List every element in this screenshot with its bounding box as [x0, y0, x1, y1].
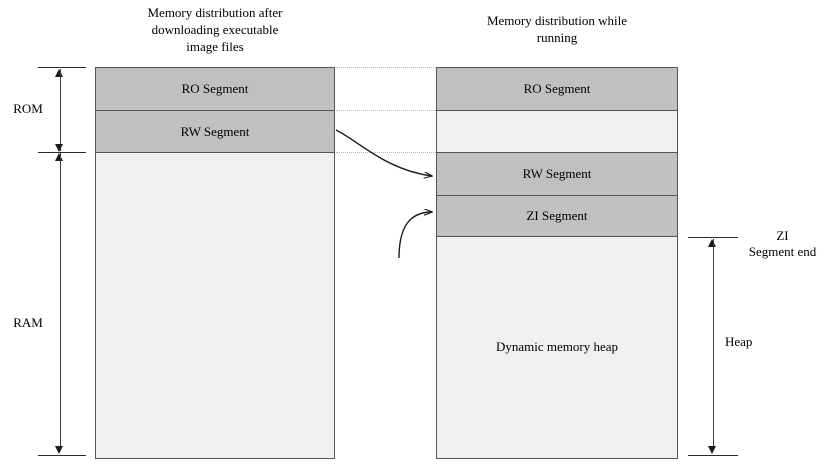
left-memory-column: RO Segment RW Segment: [95, 67, 335, 459]
rw-relocation-arrow: [335, 129, 432, 176]
right-segment-heap: Dynamic memory heap: [437, 237, 677, 457]
heap-arrowhead-up: [708, 239, 716, 247]
rom-arrowhead-up: [55, 69, 63, 77]
ram-arrowhead-up: [55, 153, 63, 161]
rom-arrowhead-down: [55, 144, 63, 152]
heap-tick-bottom: [688, 455, 738, 456]
guide-line-ro-bottom: [336, 110, 436, 111]
rom-label: ROM: [13, 101, 43, 116]
right-memory-column: RO Segment RW Segment ZI Segment Dynamic…: [436, 67, 678, 459]
right-segment-gap: [437, 111, 677, 153]
right-segment-rw: RW Segment: [437, 153, 677, 196]
ram-arrowhead-down: [55, 446, 63, 454]
left-segment-ro: RO Segment: [96, 68, 334, 111]
left-segment-free: [96, 153, 334, 457]
right-segment-ro: RO Segment: [437, 68, 677, 111]
ram-tick-bottom: [38, 455, 86, 456]
heap-label: Heap: [725, 334, 753, 349]
ram-label: RAM: [13, 315, 43, 330]
zi-segment-end-label: ZI Segment end: [748, 228, 817, 259]
heap-dimension-line: [712, 239, 714, 448]
heap-arrowhead-down: [708, 446, 716, 454]
guide-line-rw-bottom: [336, 152, 436, 153]
left-segment-rw: RW Segment: [96, 111, 334, 153]
zi-creation-arrow: [398, 212, 432, 259]
right-panel-title: Memory distribution while running: [486, 13, 628, 45]
guide-line-ro-top: [336, 67, 436, 68]
right-segment-zi: ZI Segment: [437, 196, 677, 237]
left-panel-title: Memory distribution after downloading ex…: [147, 5, 283, 54]
zi-segment-end-tick: [688, 237, 738, 238]
ram-dimension-line: [59, 153, 61, 448]
rom-tick-bottom: [38, 152, 86, 153]
rom-dimension-line: [59, 69, 61, 151]
rom-tick-top: [38, 67, 86, 68]
